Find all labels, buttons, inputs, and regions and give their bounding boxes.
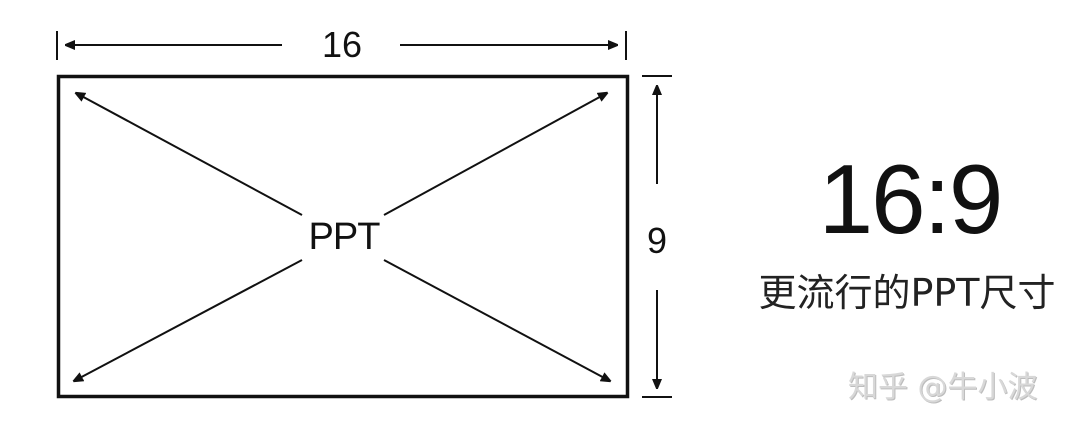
- watermark: 知乎 @牛小波: [848, 370, 1038, 405]
- height-dimension: [642, 75, 672, 398]
- aspect-ratio-subtitle: 更流行的PPT尺寸: [758, 271, 1056, 315]
- arrow-top-right-icon: [383, 93, 607, 216]
- center-label: PPT: [308, 216, 381, 258]
- diagonal-arrows: [74, 93, 610, 381]
- arrow-top-left-icon: [76, 93, 303, 216]
- arrow-bottom-right-icon: [383, 259, 610, 381]
- slide-rectangle: [56, 74, 630, 399]
- width-dimension: [56, 31, 627, 60]
- width-label: 16: [321, 24, 363, 65]
- height-label: 9: [646, 220, 668, 261]
- aspect-ratio-title: 16:9: [818, 144, 1004, 254]
- arrow-bottom-left-icon: [74, 259, 303, 381]
